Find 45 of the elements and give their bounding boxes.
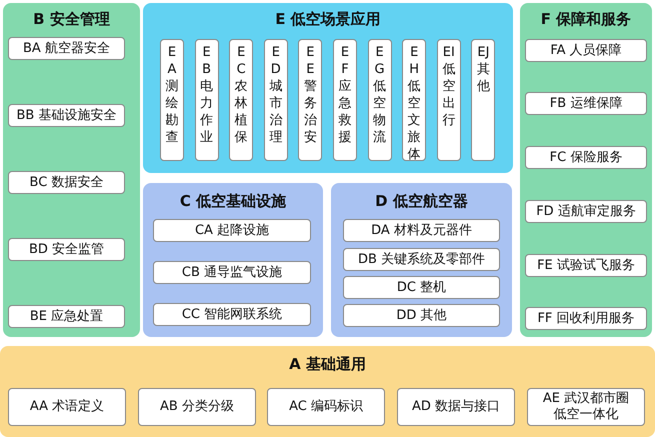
- category-panel: [143, 183, 323, 337]
- item-box: EI 低空出行: [436, 39, 461, 161]
- item-box: EH 低空文旅体: [402, 39, 426, 161]
- item-box: EF 应急救援: [333, 39, 357, 161]
- item-box: EA 测绘勘查: [160, 39, 184, 161]
- item-box: DC 整机: [343, 276, 500, 299]
- item-box: AB 分类分级: [138, 388, 256, 426]
- item-box: AE 武汉都市圈低空一体化: [527, 388, 645, 426]
- panel-title: A 基础通用: [289, 354, 366, 374]
- item-box: AA 术语定义: [8, 388, 126, 426]
- item-box: DD 其他: [343, 304, 500, 327]
- item-box: EE 警务治安: [298, 39, 322, 161]
- item-box: FC 保险服务: [525, 146, 647, 169]
- panel-title: F 保障和服务: [540, 9, 632, 29]
- item-box: BD 安全监管: [8, 238, 125, 261]
- item-box: AC 编码标识: [267, 388, 385, 426]
- item-box: FB 运维保障: [525, 92, 647, 115]
- item-box: FE 试验试飞服务: [525, 254, 647, 277]
- panel-title: D 低空航空器: [375, 191, 468, 211]
- item-box: FD 适航审定服务: [525, 200, 647, 223]
- item-box: BE 应急处置: [8, 305, 125, 328]
- item-box: CA 起降设施: [153, 219, 311, 242]
- item-box: BC 数据安全: [8, 171, 125, 194]
- category-panel: [520, 3, 652, 337]
- item-box: EJ 其他: [471, 39, 496, 161]
- panel-title: C 低空基础设施: [180, 191, 286, 211]
- item-box: DA 材料及元器件: [343, 219, 500, 242]
- item-box: EC 农林植保: [229, 39, 254, 161]
- category-panel: [0, 346, 655, 437]
- panel-title: B 安全管理: [33, 9, 110, 29]
- item-box: ED 城市治理: [264, 39, 288, 161]
- item-box: CB 通导监气设施: [153, 261, 311, 284]
- item-box: EB 电力作业: [194, 39, 219, 161]
- category-panel: [143, 3, 513, 173]
- panel-title: E 低空场景应用: [275, 9, 381, 29]
- item-box: BB 基础设施安全: [8, 104, 125, 127]
- item-box: FF 回收利用服务: [525, 307, 647, 330]
- item-box: CC 智能网联系统: [153, 303, 311, 326]
- item-box: FA 人员保障: [525, 39, 647, 62]
- item-box: DB 关键系统及零部件: [343, 248, 500, 271]
- category-panel: [331, 183, 512, 337]
- item-box: BA 航空器安全: [8, 37, 125, 60]
- category-panel: [3, 3, 140, 337]
- item-box: EG 低空物流: [368, 39, 392, 161]
- item-box: AD 数据与接口: [397, 388, 515, 426]
